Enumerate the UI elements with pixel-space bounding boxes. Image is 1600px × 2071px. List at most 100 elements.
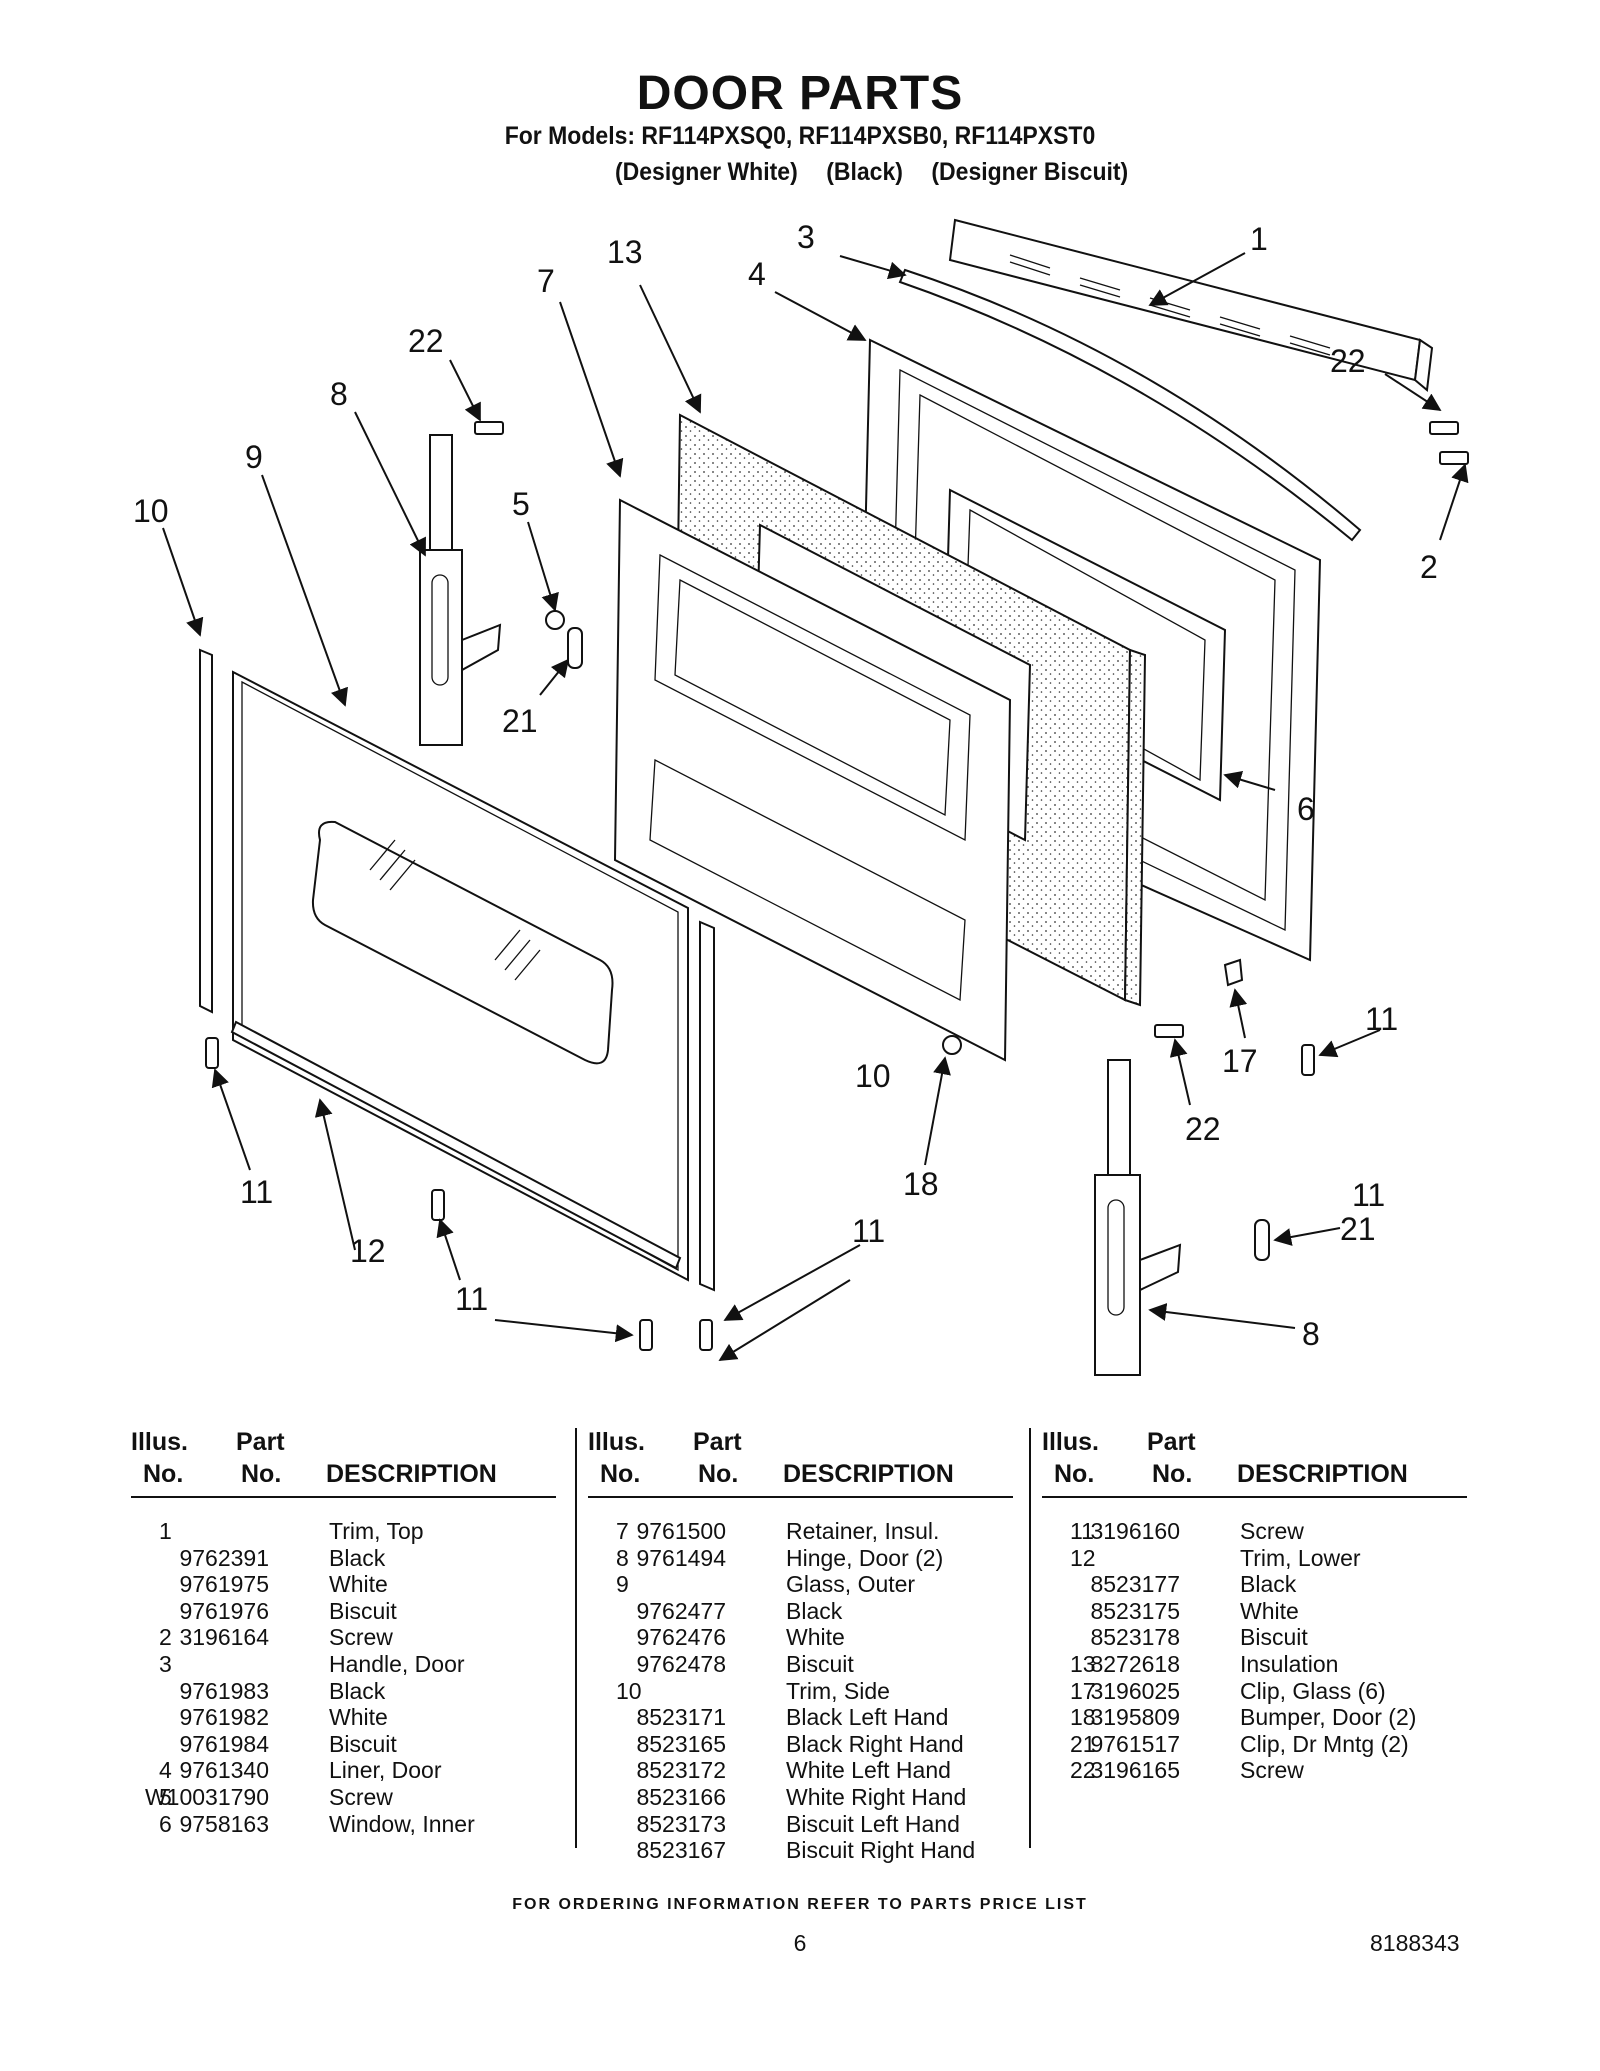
callout-22-right: 22	[1330, 343, 1366, 379]
variant-white: (Designer White)	[615, 158, 798, 186]
hinge-upper-part	[419, 434, 502, 746]
description-cell: Trim, Lower	[1240, 1544, 1361, 1571]
part-no-cell: 9761982	[179, 1704, 269, 1731]
callout-2: 2	[1420, 549, 1438, 585]
callout-10-right: 10	[855, 1058, 891, 1094]
illus-header: Illus.	[588, 1428, 645, 1456]
part-no-cell: 9758163	[179, 1810, 269, 1837]
description-cell: White Right Hand	[786, 1783, 967, 1810]
table-row: 9761983 Black	[131, 1678, 571, 1705]
callout-11-d: 11	[455, 1281, 488, 1317]
part-no-cell: W10031790	[144, 1783, 269, 1810]
description-cell: White	[329, 1571, 388, 1598]
illus-no-cell: 13	[1070, 1650, 1096, 1677]
part-no-cell: 9762391	[179, 1544, 269, 1571]
variant-black: (Black)	[826, 158, 903, 186]
illus-no-header: No.	[600, 1460, 641, 1488]
ordering-footer: FOR ORDERING INFORMATION REFER TO PARTS …	[512, 1896, 1088, 1913]
description-cell: Black	[1240, 1571, 1297, 1598]
illus-no-cell: 3	[159, 1650, 172, 1677]
description-cell: Screw	[329, 1624, 393, 1651]
description-cell: Black Right Hand	[786, 1730, 964, 1757]
top-trim-part	[948, 218, 1434, 392]
page-number: 6	[793, 1930, 807, 1956]
illus-no-cell: 8	[616, 1544, 629, 1571]
callout-8-upper: 8	[330, 376, 348, 412]
part-no-cell: 9761500	[636, 1518, 726, 1544]
description-header: DESCRIPTION	[326, 1460, 497, 1488]
part-no-cell: 8523172	[636, 1757, 726, 1784]
illus-no-cell: 17	[1070, 1677, 1096, 1704]
page-title: DOOR PARTS	[636, 67, 964, 120]
part-no-cell: 9761340	[179, 1757, 269, 1784]
description-header: DESCRIPTION	[783, 1460, 954, 1488]
model-variants: (Designer White) (Black) (Designer Biscu…	[615, 158, 1150, 187]
insulation-retainer-part	[613, 498, 1012, 1062]
part-no-cell: 9761984	[179, 1730, 269, 1757]
description-cell: Screw	[329, 1783, 393, 1810]
callout-21-upper: 21	[502, 703, 538, 739]
lower-trim-part	[230, 1020, 682, 1270]
variant-biscuit: (Designer Biscuit)	[931, 158, 1129, 186]
description-cell: Hinge, Door (2)	[786, 1544, 944, 1571]
part-no-cell: 9761494	[636, 1544, 726, 1571]
header-rule	[131, 1496, 556, 1498]
part-no-cell: 3196165	[1090, 1757, 1180, 1784]
part-header: Part	[236, 1428, 285, 1456]
illus-no-cell: 5	[159, 1783, 172, 1810]
callout-numbers: 1 2 3 4 5 6 7 8 8 9 10 10 11 11 11 11 11…	[133, 219, 1438, 1352]
description-cell: White	[786, 1624, 845, 1651]
part-no-header: No.	[698, 1460, 739, 1488]
description-cell: Window, Inner	[329, 1810, 475, 1837]
part-no-cell: 9761975	[179, 1571, 269, 1598]
illus-header: Illus.	[1042, 1428, 1099, 1456]
part-no-cell: 8523177	[1090, 1571, 1180, 1598]
illus-no-cell: 12	[1070, 1544, 1096, 1571]
column-divider	[1029, 1428, 1031, 1848]
description-cell: Black	[329, 1677, 386, 1704]
table-row: 10 Trim, Side	[588, 1678, 1028, 1705]
part-no-header: No.	[1152, 1460, 1193, 1488]
callout-11-c: 11	[852, 1213, 885, 1249]
part-no-cell: 9761976	[179, 1597, 269, 1624]
header-rule	[588, 1496, 1013, 1498]
part-no-cell: 9761983	[179, 1677, 269, 1704]
illus-no-cell: 21	[1070, 1730, 1096, 1757]
part-no-cell: 3195809	[1090, 1704, 1180, 1731]
part-header: Part	[1147, 1428, 1196, 1456]
document-number: 8188343	[1370, 1930, 1460, 1956]
illus-no-cell: 7	[616, 1518, 629, 1544]
table-row: 8 9761494 Hinge, Door (2)	[588, 1545, 1028, 1572]
small-hardware-parts	[205, 421, 1469, 1351]
illus-no-cell: 22	[1070, 1757, 1096, 1784]
callout-3: 3	[797, 219, 815, 255]
part-no-cell: 8523166	[636, 1783, 726, 1810]
callout-5: 5	[512, 486, 530, 522]
description-cell: Biscuit	[1240, 1624, 1308, 1651]
illus-no-cell: 18	[1070, 1704, 1096, 1731]
callout-11-e: 11	[1352, 1177, 1385, 1213]
description-cell: Biscuit Left Hand	[786, 1810, 960, 1837]
part-no-header: No.	[241, 1460, 282, 1488]
description-cell: Trim, Side	[786, 1677, 890, 1704]
part-no-cell: 9762477	[636, 1597, 726, 1624]
description-cell: Liner, Door	[329, 1757, 442, 1784]
callout-8-lower: 8	[1302, 1316, 1320, 1352]
part-no-cell: 8523165	[636, 1730, 726, 1757]
hinge-lower-part	[1094, 1059, 1182, 1376]
part-no-cell: 3196025	[1090, 1677, 1180, 1704]
description-cell: Biscuit	[329, 1730, 397, 1757]
illus-no-cell: 10	[616, 1677, 642, 1704]
description-cell: Biscuit	[329, 1597, 397, 1624]
